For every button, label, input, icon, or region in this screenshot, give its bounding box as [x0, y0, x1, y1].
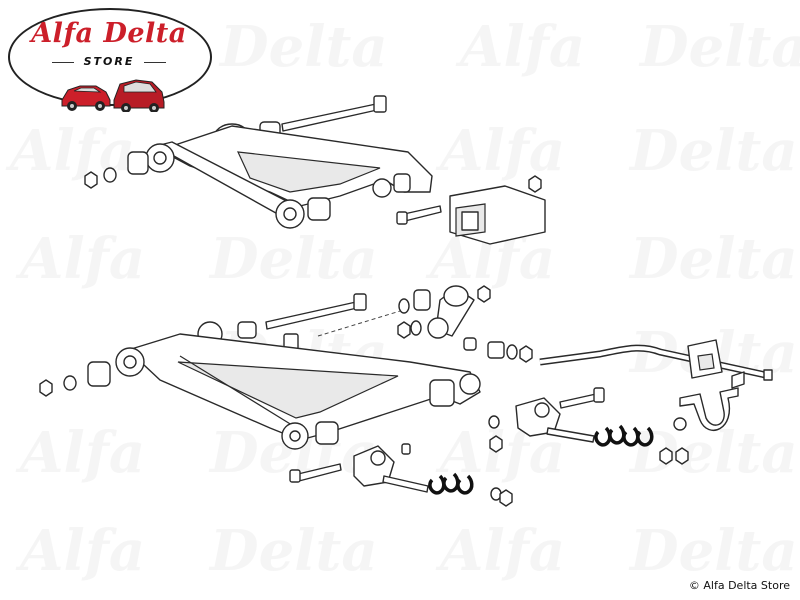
bracket-bolt	[382, 475, 429, 493]
logo-store-text: STORE	[83, 55, 135, 68]
washer	[506, 344, 518, 360]
lower-small-bolt	[297, 463, 342, 482]
nut	[84, 171, 98, 189]
washer	[103, 167, 117, 183]
nut	[528, 175, 542, 193]
upper-control-arm-assembly	[84, 95, 546, 245]
lower-top-bushing	[237, 321, 257, 339]
logo-divider-right	[144, 62, 166, 63]
lower-long-bolt	[265, 301, 358, 330]
bracket-bolt	[546, 427, 595, 443]
logo-brand-text: Alfa Delta	[31, 18, 187, 49]
nut	[39, 379, 53, 397]
right-rubber-bush	[393, 173, 411, 193]
spring-bracket-right	[488, 387, 654, 453]
washer	[63, 375, 77, 391]
washer	[410, 320, 422, 336]
upper-small-bolt	[403, 205, 442, 222]
nut	[519, 345, 533, 363]
car-icon	[61, 85, 111, 111]
right-eye	[372, 178, 392, 198]
washer	[398, 298, 410, 314]
washer	[673, 417, 687, 431]
front-rubber-bush	[127, 151, 149, 175]
nut	[477, 285, 491, 303]
upper-long-bolt	[281, 103, 378, 132]
nut	[659, 447, 673, 465]
coil-spring	[428, 472, 474, 495]
washer	[488, 415, 500, 429]
store-logo: Alfa Delta STORE	[8, 8, 212, 112]
spring-bracket-left	[353, 443, 513, 507]
logo-divider-left	[52, 62, 74, 63]
stabilizer-assembly	[397, 285, 773, 465]
lower-control-arm-assembly	[39, 293, 481, 483]
lower-long-bolt-head	[353, 293, 367, 311]
lower-rear-rubber-bush	[315, 421, 339, 445]
coil-spring	[594, 424, 654, 447]
copyright-notice: © Alfa Delta Store	[688, 579, 790, 592]
lower-right-rubber-bush	[429, 379, 455, 407]
nut	[675, 447, 689, 465]
nut	[499, 489, 513, 507]
lower-front-rubber-bush	[87, 361, 111, 387]
nut	[397, 321, 411, 339]
car-icon	[113, 79, 165, 112]
rear-rubber-bush	[307, 197, 331, 221]
link-bushing	[487, 341, 505, 359]
upper-long-bolt-head	[373, 95, 387, 113]
nut	[489, 435, 503, 453]
stabilizer-u-bracket	[679, 387, 739, 431]
logo-cars-illustration	[61, 79, 165, 112]
